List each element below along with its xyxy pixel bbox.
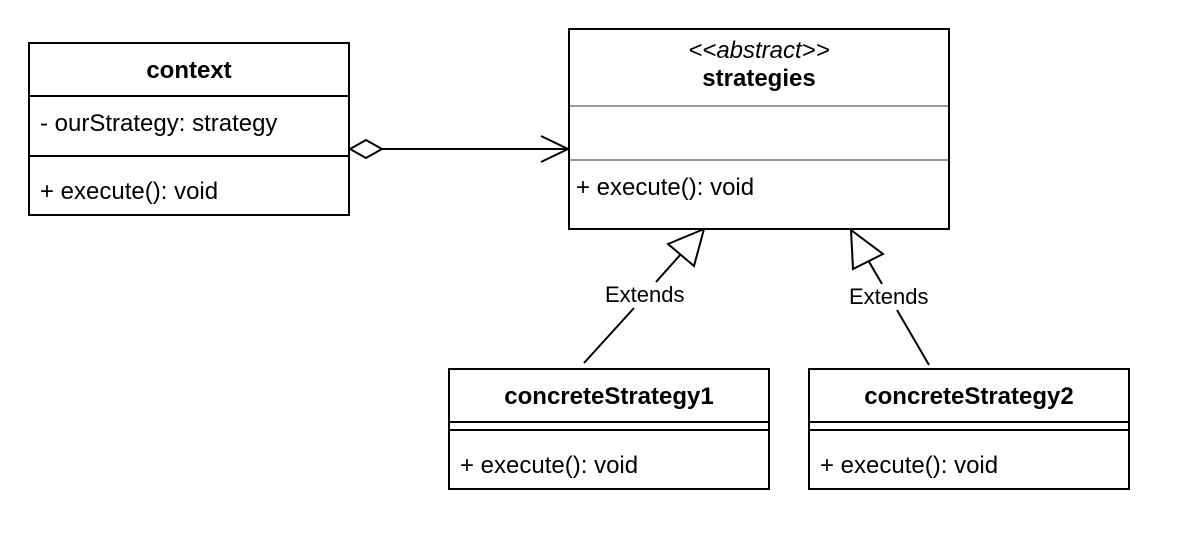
divider <box>570 105 948 107</box>
method-row: + execute(): void <box>576 174 755 201</box>
stereotype-label: <<abstract>> <box>688 37 830 64</box>
method-row: + execute(): void <box>40 178 219 205</box>
extends-label-1: Extends <box>603 282 687 307</box>
class-name: concreteStrategy2 <box>864 383 1074 410</box>
method-row: + execute(): void <box>460 452 639 479</box>
generalization-triangle-icon <box>849 227 885 271</box>
class-name: strategies <box>702 65 816 92</box>
class-name: context <box>146 57 232 84</box>
attribute-row: - ourStrategy: strategy <box>40 110 278 137</box>
aggregation-connector[interactable] <box>347 135 571 163</box>
divider <box>810 421 1128 423</box>
divider <box>450 429 768 431</box>
extends-label-2: Extends <box>847 284 931 309</box>
class-name: concreteStrategy1 <box>504 383 714 410</box>
generalization-triangle-icon <box>666 227 706 268</box>
divider <box>30 155 348 157</box>
extends-connector-1[interactable] <box>583 227 706 364</box>
aggregation-diamond-icon <box>347 138 385 160</box>
divider <box>810 429 1128 431</box>
method-row: + execute(): void <box>820 452 999 479</box>
class-strategies[interactable]: <<abstract>> strategies + execute(): voi… <box>568 28 950 230</box>
class-concrete-strategy-2[interactable]: concreteStrategy2 + execute(): void <box>808 368 1130 490</box>
class-concrete-strategy-1[interactable]: concreteStrategy1 + execute(): void <box>448 368 770 490</box>
divider <box>30 95 348 97</box>
divider <box>450 421 768 423</box>
extends-connector-2[interactable] <box>849 227 930 366</box>
class-context[interactable]: context - ourStrategy: strategy + execut… <box>28 42 350 216</box>
divider <box>570 159 948 161</box>
